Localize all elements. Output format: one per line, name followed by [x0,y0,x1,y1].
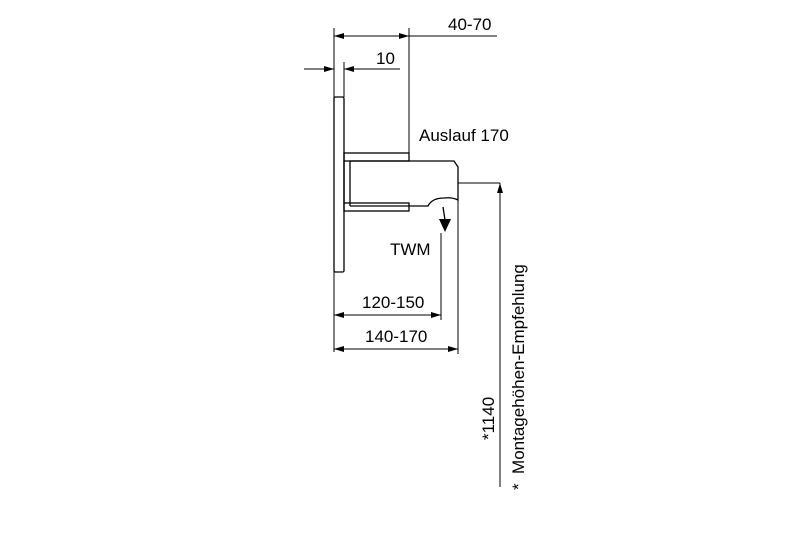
dim-label-10: 10 [376,49,395,68]
mounting-collar-bottom [343,202,410,212]
water-flow-arrow-icon [439,219,451,232]
wall-plate [333,96,345,273]
spout-label: Auslauf 170 [419,126,509,145]
twm-label: TWM [390,240,431,259]
water-flow-line [442,206,446,221]
dim-label-140-170: 140-170 [365,327,427,346]
mounting-height-note: * Montagehöhen-Empfehlung [509,264,528,490]
spout-body [343,160,459,207]
dim-label-40-70: 40-70 [448,15,491,34]
dim-label-120-150: 120-150 [362,293,424,312]
dim-label-height: *1140 [479,397,498,440]
mounting-collar-top [343,152,410,162]
